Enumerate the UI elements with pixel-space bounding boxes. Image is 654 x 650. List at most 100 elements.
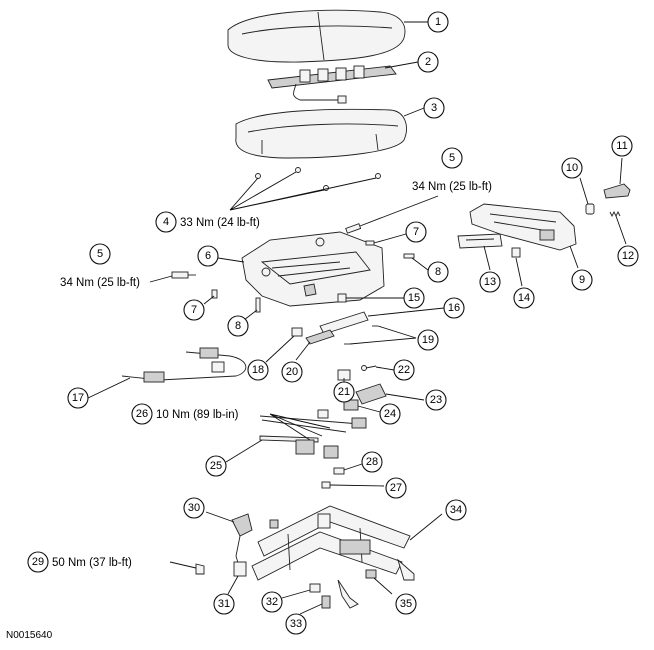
- part-23-motor: [355, 383, 387, 405]
- leader-5-left: [149, 275, 173, 283]
- leader-8-right: [411, 257, 429, 271]
- leader-23: [385, 393, 425, 401]
- callout-14: 14: [513, 287, 535, 309]
- part-seat-mat: [267, 65, 397, 104]
- part-5-left-bolt: [171, 271, 196, 279]
- svg-text:4: 4: [163, 216, 169, 228]
- leader-8-left: [243, 309, 258, 321]
- svg-text:25: 25: [210, 460, 222, 472]
- svg-text:28: 28: [366, 456, 378, 468]
- leader-22: [375, 366, 395, 371]
- svg-text:18: 18: [252, 364, 264, 376]
- part-17-cable: [121, 347, 247, 383]
- leader-16: [367, 307, 445, 317]
- svg-text:22: 22: [398, 364, 410, 376]
- part-seat-frame: [241, 231, 385, 307]
- leader-29: [169, 561, 197, 569]
- callout-7-right: 7: [405, 221, 427, 243]
- part-15-nut: [337, 293, 347, 303]
- svg-text:15: 15: [408, 292, 420, 304]
- part-25-torque-tube: [259, 409, 367, 459]
- callout-8-right: 8: [427, 261, 449, 283]
- callout-17: 17: [67, 387, 89, 409]
- leader-24: [357, 405, 381, 413]
- svg-text:2: 2: [425, 56, 431, 68]
- leader-10: [579, 177, 589, 205]
- leader-17: [87, 377, 131, 399]
- leader-9: [569, 245, 579, 269]
- part-31-bracket: [233, 561, 247, 577]
- svg-text:21: 21: [338, 386, 350, 398]
- svg-text:24: 24: [384, 408, 396, 420]
- part-8-screws: [255, 253, 415, 313]
- callout-27: 27: [385, 477, 407, 499]
- callout-5-right: 5: [441, 147, 463, 169]
- leader-28: [343, 463, 363, 471]
- svg-text:8: 8: [435, 266, 441, 278]
- callout-28: 28: [361, 451, 383, 473]
- part-cushion-pad: [235, 108, 407, 159]
- svg-text:34: 34: [450, 504, 462, 516]
- callout-35: 35: [395, 593, 417, 615]
- part-16-motor: [319, 311, 369, 335]
- callout-15: 15: [403, 287, 425, 309]
- svg-text:5: 5: [449, 152, 455, 164]
- callout-3: 3: [423, 97, 445, 119]
- part-22-screw: [361, 365, 377, 371]
- callout-13: 13: [479, 271, 501, 293]
- part-29-bolt: [195, 563, 205, 575]
- part-11-handle: [603, 183, 631, 199]
- document-id: N0015640: [6, 630, 53, 641]
- svg-text:1: 1: [435, 16, 441, 28]
- leader-32: [281, 589, 311, 599]
- part-27-nut: [321, 481, 331, 489]
- svg-text:26: 26: [136, 408, 148, 420]
- callout-22: 22: [393, 359, 415, 381]
- callout-29: 29: [27, 551, 49, 573]
- leader-3: [403, 107, 425, 117]
- part-4-fasteners: [229, 167, 381, 211]
- svg-text:12: 12: [622, 250, 634, 262]
- svg-text:10: 10: [566, 162, 578, 174]
- svg-text:17: 17: [72, 392, 84, 404]
- part-28-clip: [333, 467, 345, 475]
- svg-text:33: 33: [290, 618, 302, 630]
- callout-5-left: 5: [89, 243, 111, 265]
- callout-23: 23: [425, 389, 447, 411]
- callout-32: 32: [261, 591, 283, 613]
- leader-7-left: [203, 295, 215, 305]
- leader-14: [515, 257, 523, 287]
- callout-34: 34: [445, 499, 467, 521]
- svg-text:16: 16: [448, 302, 460, 314]
- leader-19b: [349, 337, 417, 345]
- svg-text:3: 3: [431, 102, 437, 114]
- callout-24: 24: [379, 403, 401, 425]
- leader-13: [483, 245, 491, 271]
- torque-label-5-left: 34 Nm (25 lb-ft): [60, 277, 140, 289]
- callout-11: 11: [611, 135, 633, 157]
- callout-16: 16: [443, 297, 465, 319]
- callout-19: 19: [417, 329, 439, 351]
- leader-12: [615, 215, 627, 245]
- part-5-right-bolt: [345, 223, 362, 234]
- leader-30: [205, 511, 235, 523]
- leader-25: [225, 439, 263, 463]
- torque-label-4: 33 Nm (24 lb-ft): [180, 217, 260, 229]
- leader-6: [217, 257, 245, 263]
- part-19-pins: [344, 325, 378, 345]
- callout-33: 33: [285, 613, 307, 635]
- callout-21: 21: [333, 381, 355, 403]
- callout-31: 31: [213, 593, 235, 615]
- leader-7-right: [373, 233, 407, 244]
- callout-18: 18: [247, 359, 269, 381]
- part-34-seat-track: [251, 505, 415, 609]
- leader-2: [384, 61, 419, 69]
- leader-33: [299, 603, 323, 615]
- leader-31: [227, 575, 239, 595]
- svg-text:23: 23: [430, 394, 442, 406]
- svg-text:8: 8: [235, 320, 241, 332]
- part-20-drive-cable: [305, 329, 335, 345]
- svg-text:14: 14: [518, 292, 530, 304]
- part-24-gear: [343, 399, 359, 411]
